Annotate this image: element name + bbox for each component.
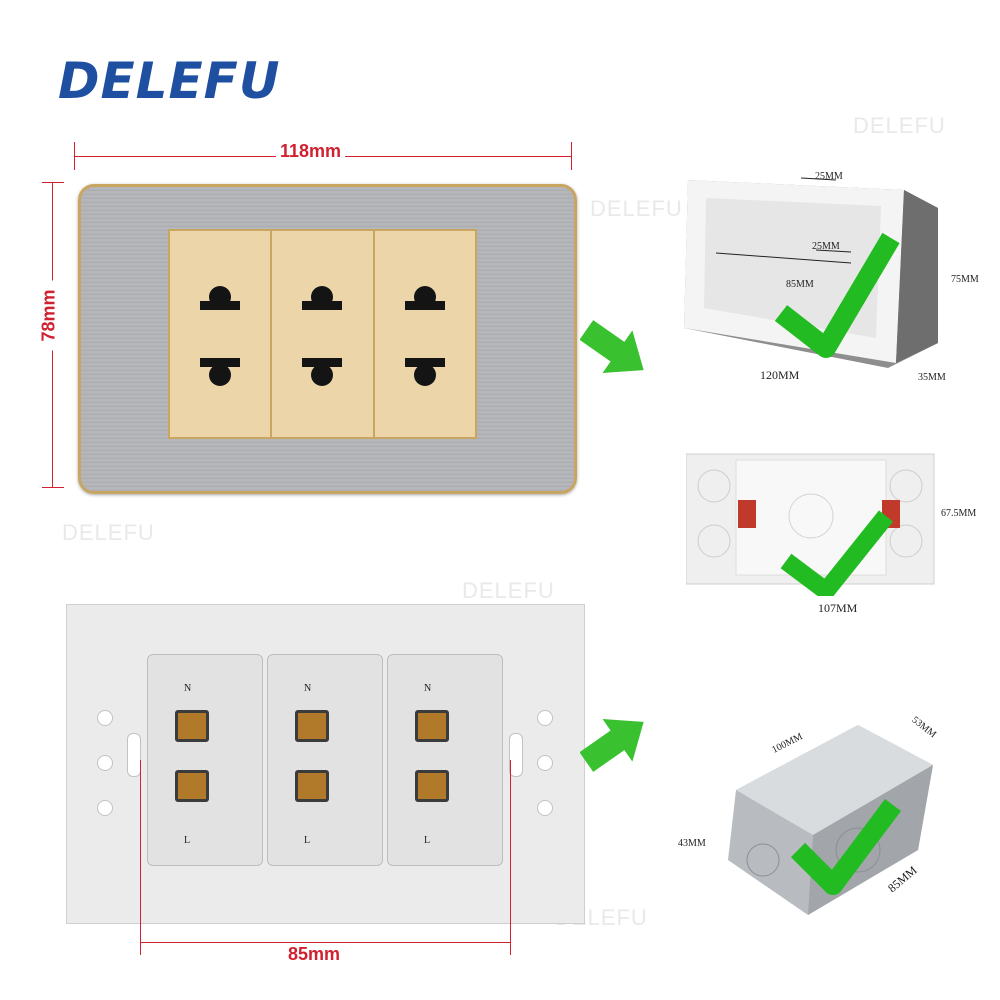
neutral-label: N — [424, 683, 432, 694]
outlet-panel — [168, 229, 477, 439]
brand-logo: DELEFU — [58, 52, 281, 110]
box1-width-label: 120MM — [760, 368, 800, 382]
socket-back-plate: N L N L N L — [66, 604, 585, 924]
terminal-screw — [175, 770, 209, 802]
outlet — [170, 231, 271, 437]
dimension-tick — [42, 487, 64, 488]
arrow-right-icon — [580, 718, 644, 772]
box2-height-label: 67.5MM — [941, 508, 977, 519]
dimension-tick — [510, 760, 511, 955]
box1-depth-label: 35MM — [918, 372, 946, 383]
socket-hole — [413, 364, 436, 386]
socket-slot — [200, 358, 241, 367]
mount-slot — [127, 733, 141, 777]
terminal-module: N L — [267, 654, 383, 866]
arrow-right-icon — [580, 320, 644, 374]
neutral-label: N — [304, 683, 312, 694]
mount-hole — [97, 710, 113, 726]
box1-height-label: 75MM — [951, 274, 979, 285]
socket-slot — [200, 301, 241, 310]
socket-slot — [404, 358, 445, 367]
mount-hole — [97, 800, 113, 816]
front-width-label: 118mm — [276, 141, 346, 162]
mount-hole — [97, 755, 113, 771]
mount-slot — [509, 733, 523, 777]
outlet — [272, 231, 373, 437]
watermark: DELEFU — [853, 113, 946, 138]
socket-hole — [209, 364, 232, 386]
watermark: DELEFU — [590, 196, 683, 221]
outlet — [374, 231, 475, 437]
front-height-label: 78mm — [38, 280, 60, 351]
plastic-junction-box — [684, 177, 938, 368]
socket-slot — [404, 301, 445, 310]
mount-hole — [537, 755, 553, 771]
terminal-screw — [415, 710, 449, 742]
mount-hole — [537, 710, 553, 726]
line-label: L — [304, 835, 311, 846]
box1-inner-width-label: 85MM — [786, 279, 814, 290]
socket-slot — [302, 358, 343, 367]
neutral-label: N — [184, 683, 192, 694]
dimension-tick — [42, 182, 64, 183]
watermark: DELEFU — [62, 520, 155, 545]
width-dimension-line — [140, 942, 510, 943]
mount-hole — [537, 800, 553, 816]
terminal-screw — [415, 770, 449, 802]
terminal-screw — [175, 710, 209, 742]
dimension-tick — [571, 142, 572, 170]
plastic-back-box — [686, 453, 935, 596]
watermark: DELEFU — [462, 578, 555, 603]
box1-inner-label: 25MM — [812, 241, 840, 252]
terminal-module: N L — [147, 654, 263, 866]
line-label: L — [424, 835, 431, 846]
socket-hole — [311, 364, 334, 386]
line-label: L — [184, 835, 191, 846]
terminal-module: N L — [387, 654, 503, 866]
dimension-tick — [140, 760, 141, 955]
metal-height-label: 43MM — [678, 838, 706, 849]
box2-width-label: 107MM — [818, 601, 858, 615]
terminal-screw — [295, 710, 329, 742]
metal-junction-box — [728, 725, 933, 915]
socket-slot — [302, 301, 343, 310]
terminal-screw — [295, 770, 329, 802]
box1-top-label: 25MM — [815, 171, 843, 182]
back-width-label: 85mm — [288, 944, 341, 964]
